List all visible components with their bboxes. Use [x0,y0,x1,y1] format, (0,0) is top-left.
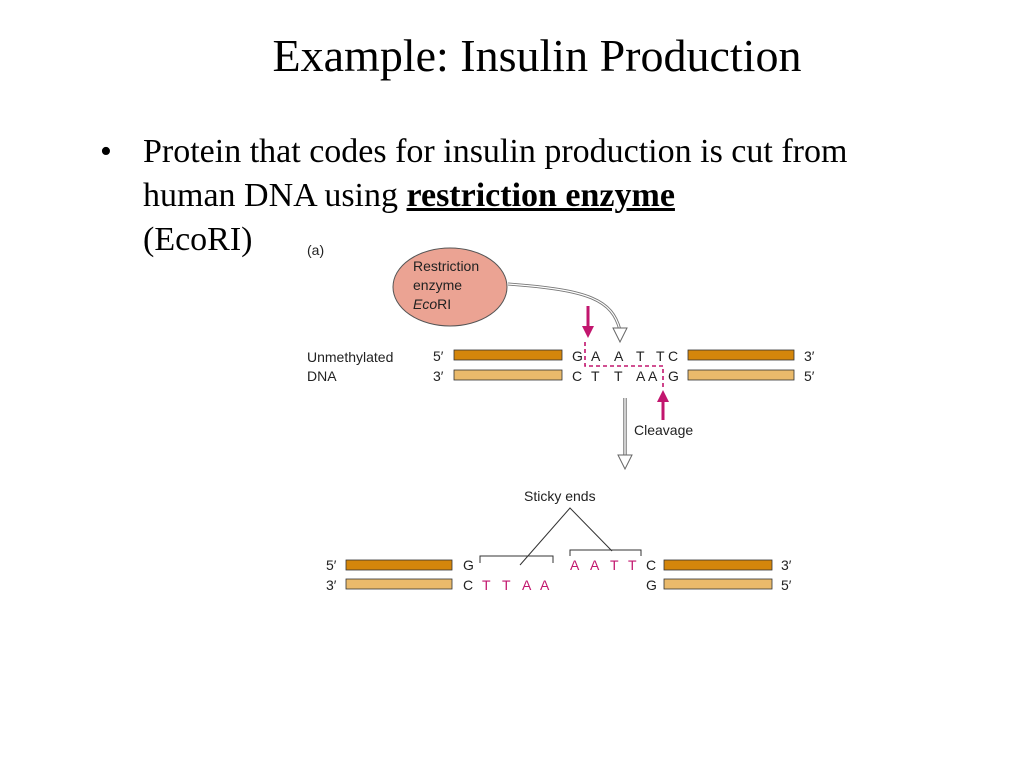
enzyme-binding-arrowhead [612,327,628,344]
enzyme-label-line2: enzyme [413,277,462,293]
panel-label: (a) [307,242,324,258]
left-fragment-top-base: G [463,557,474,573]
bottom-strand-base-2: T [614,368,623,384]
left-overhang-base-3: A [540,577,550,593]
bottom-strand-3prime: 3′ [433,368,444,384]
enzyme-blob [392,247,508,327]
top-strand-right-bar [687,349,795,361]
left-fragment-bottom-base: C [463,577,473,593]
right-overhang-base-2: T [610,557,619,573]
bottom-strand-left-bar [453,369,563,381]
enzyme-label-eco: Eco [413,296,437,312]
top-strand-base-2: A [614,348,624,364]
right-fragment-bottom-bar [663,578,773,590]
top-strand-base-4: T [656,348,665,364]
left-fragment-3prime: 3′ [326,577,337,593]
cleavage-label: Cleavage [634,422,693,438]
enzyme-label-line3: EcoRI [413,296,451,312]
top-strand-left-bar [453,349,563,361]
bullet-text-end: (EcoRI) [143,221,253,258]
bottom-strand-base-3: A [636,368,646,384]
bullet-emphasis-restriction-enzyme: restriction enzyme [406,177,675,214]
left-overhang-base-2: A [522,577,532,593]
top-strand-base-1: A [591,348,601,364]
enzyme-label-ri: RI [437,296,451,312]
dna-label-line2: DNA [307,368,337,384]
slide-title: Example: Insulin Production [272,30,802,81]
enzyme-label-line1: Restriction [413,258,479,274]
right-fragment-top-bar [663,559,773,571]
top-strand-base-0: G [572,348,583,364]
left-fragment-5prime: 5′ [326,557,337,573]
left-overhang-base-0: T [482,577,491,593]
sticky-ends-pointer [519,507,613,566]
left-overhang-base-1: T [502,577,511,593]
top-strand-base-5: C [668,348,678,364]
right-overhang-base-1: A [590,557,600,573]
top-strand-base-3: T [636,348,645,364]
bottom-strand-base-0: C [572,368,582,384]
right-overhang-base-0: A [570,557,580,573]
dna-label-line1: Unmethylated [307,349,393,365]
cut-site-dashed-line [584,342,664,388]
bottom-strand-base-1: T [591,368,600,384]
bottom-strand-right-bar [687,369,795,381]
top-strand-3prime: 3′ [804,348,815,364]
left-fragment-bottom-bar [345,578,453,590]
bottom-strand-base-5: G [668,368,679,384]
bullet-dot: • [100,133,112,170]
right-overhang-bracket [569,549,642,556]
cleavage-down-arrowhead [617,454,633,471]
right-fragment-top-base: C [646,557,656,573]
right-fragment-5prime: 5′ [781,577,792,593]
bullet-text: Protein that codes for insulin productio… [143,130,893,262]
right-overhang-base-3: T [628,557,637,573]
bottom-strand-base-4: A [648,368,658,384]
right-fragment-3prime: 3′ [781,557,792,573]
left-fragment-top-bar [345,559,453,571]
top-strand-5prime: 5′ [433,348,444,364]
bullet-text-start: Protein that codes for insulin productio… [143,133,848,214]
left-overhang-bracket [479,555,554,563]
bottom-strand-5prime: 5′ [804,368,815,384]
right-fragment-bottom-base: G [646,577,657,593]
sticky-ends-label: Sticky ends [524,488,596,504]
